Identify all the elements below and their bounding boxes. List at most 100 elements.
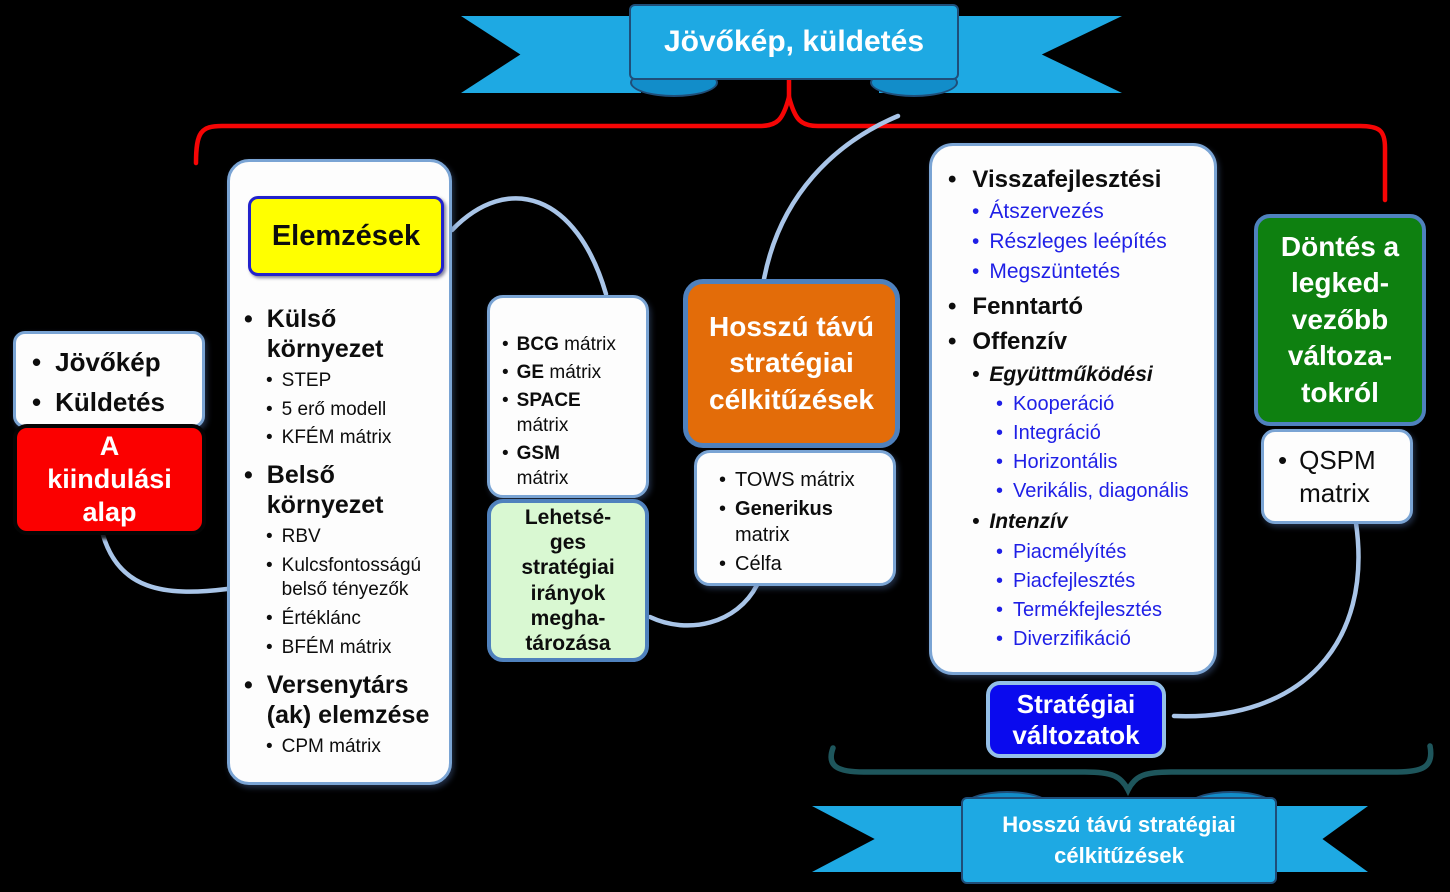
analysis-item-label: Versenytárs (ak) elemzése xyxy=(266,670,430,729)
qspm-box: • QSPM matrix xyxy=(1261,429,1413,524)
list-item: •Átszervezés xyxy=(972,199,1210,225)
list-item: • Jövőkép xyxy=(32,342,198,382)
analysis-subitem-label: BFÉM mátrix xyxy=(281,636,392,658)
bullet-icon: • xyxy=(502,443,509,465)
matrix-name: BCG xyxy=(516,334,559,355)
bullet-icon: • xyxy=(502,334,509,355)
list-item: • Integráció xyxy=(996,421,1210,446)
bullet-icon: • xyxy=(948,292,957,320)
bullet-icon: • xyxy=(244,305,253,333)
basis-box: A kiindulási alap xyxy=(13,424,206,535)
strategy-label: Horizontális xyxy=(1013,451,1118,474)
bullet-icon: • xyxy=(266,636,273,658)
list-item: • QSPM matrix xyxy=(1278,444,1406,509)
bullet-icon: • xyxy=(996,393,1004,416)
bullet-icon: • xyxy=(719,498,727,520)
matrix-name: GSM xyxy=(516,443,560,465)
list-item: • Intenzív xyxy=(972,509,1210,535)
bullet-icon: • xyxy=(972,363,980,387)
bullet-icon: • xyxy=(244,461,253,490)
bullet-icon: • xyxy=(266,398,273,420)
analysis-subitem-label: KFÉM mátrix xyxy=(281,427,392,449)
strategy-label: Piacfejlesztés xyxy=(1013,569,1136,592)
analysis-title: Elemzések xyxy=(248,196,444,276)
bullet-icon: • xyxy=(266,526,273,548)
list-item: • GE mátrix xyxy=(502,360,640,385)
bullet-icon: • xyxy=(972,260,980,284)
list-item: • Piacmélyítés xyxy=(996,540,1210,565)
start-item-label: Jövőkép xyxy=(55,347,161,377)
strategy-label: Piacmélyítés xyxy=(1013,540,1127,563)
bullet-icon: • xyxy=(996,422,1004,445)
list-item: • Offenzív xyxy=(948,328,1210,357)
bullet-icon: • xyxy=(266,427,273,449)
bullet-icon: • xyxy=(266,608,273,630)
list-item: • Versenytárs (ak) elemzése xyxy=(244,670,441,730)
list-item: • Megszüntetés xyxy=(972,259,1210,285)
list-item: •Termékfejlesztés xyxy=(996,598,1210,623)
directions-box: Lehetsé- ges stratégiai irányok megha- t… xyxy=(487,499,649,662)
list-item: • Visszafejlesztési xyxy=(948,166,1210,195)
bullet-icon: • xyxy=(996,540,1004,563)
analysis-subitem-label: 5 erő modell xyxy=(281,398,387,420)
bullet-icon: • xyxy=(719,553,727,575)
bullet-icon: • xyxy=(502,362,509,384)
bullet-icon: • xyxy=(972,230,980,254)
list-item: • Küldetés xyxy=(32,382,198,422)
connector-basis-to-analysis xyxy=(100,532,230,594)
bullet-icon: • xyxy=(948,166,957,193)
bullet-icon: • xyxy=(719,469,727,491)
analysis-subitem-label: STEP xyxy=(281,370,332,391)
matrix-rest: mátrix xyxy=(516,468,569,490)
strategy-label: Intenzív xyxy=(989,510,1068,534)
strategy-label: Megszüntetés xyxy=(989,260,1121,284)
list-item: •Horizontális xyxy=(996,450,1210,475)
analysis-subitem-label: Kulcsfontosságú belső tényezők xyxy=(281,554,422,601)
start-item-label: Küldetés xyxy=(55,387,165,418)
connector-bracket-to-objectives xyxy=(761,113,901,282)
tools-box: • TOWS mátrix • Generikus matrix • Célfa xyxy=(694,450,896,586)
strategy-label: Részleges leépítés xyxy=(989,230,1167,254)
list-item: •Fenntartó xyxy=(948,293,1210,322)
analysis-item-label: Belső környezet xyxy=(266,461,384,520)
strategy-label: Integráció xyxy=(1013,422,1101,445)
bullet-icon: • xyxy=(996,480,1004,503)
list-item: • Kooperáció xyxy=(996,392,1210,417)
bullet-icon: • xyxy=(948,328,957,356)
connector-qspm-to-variants xyxy=(1171,520,1361,719)
list-item: • 5 erő modell xyxy=(266,398,441,423)
list-item: • Külső környezet xyxy=(244,304,441,364)
list-item: •Diverzifikáció xyxy=(996,627,1210,652)
matrix-rest: mátrix xyxy=(549,362,602,384)
strategy-label: Offenzív xyxy=(972,328,1068,356)
bullet-icon: • xyxy=(1278,445,1288,475)
list-item: • TOWS mátrix xyxy=(719,467,887,493)
analysis-box: Elemzések • Külső környezet • STEP • 5 e… xyxy=(227,159,452,785)
analysis-item-label: Külső környezet xyxy=(266,305,384,363)
strategy-label: Visszafejlesztési xyxy=(972,166,1162,193)
analysis-subitem-label: CPM mátrix xyxy=(281,735,381,757)
tool-name: Generikus xyxy=(735,498,833,520)
bullet-icon: • xyxy=(972,510,980,534)
bullet-icon: • xyxy=(244,670,253,699)
list-item: • STEP xyxy=(266,369,441,394)
bullet-icon: • xyxy=(502,390,509,412)
top-banner: Jövőkép, küldetés xyxy=(629,4,959,80)
list-item: •Verikális, diagonális xyxy=(996,479,1210,504)
connector-directions-to-tools xyxy=(647,582,760,628)
list-item: • Értéklánc xyxy=(266,607,441,632)
variants-box: Stratégiai változatok xyxy=(986,681,1166,758)
tool-rest: Célfa xyxy=(735,553,782,575)
list-item: • Generikus matrix xyxy=(719,496,887,548)
strategy-label: Termékfejlesztés xyxy=(1013,598,1162,621)
objectives-box: Hosszú távú stratégiai célkitűzések xyxy=(683,279,900,448)
analysis-subitem-label: RBV xyxy=(281,526,321,548)
decision-box: Döntés a legked- vezőbb változa- tokról xyxy=(1254,214,1426,426)
bullet-icon: • xyxy=(266,554,273,576)
list-item: • Kulcsfontosságú belső tényezők xyxy=(266,554,441,603)
strategy-box: • Visszafejlesztési •Átszervezés • Részleg… xyxy=(929,143,1217,675)
strategy-label: Kooperáció xyxy=(1013,393,1115,416)
qspm-label: QSPM matrix xyxy=(1299,445,1376,508)
